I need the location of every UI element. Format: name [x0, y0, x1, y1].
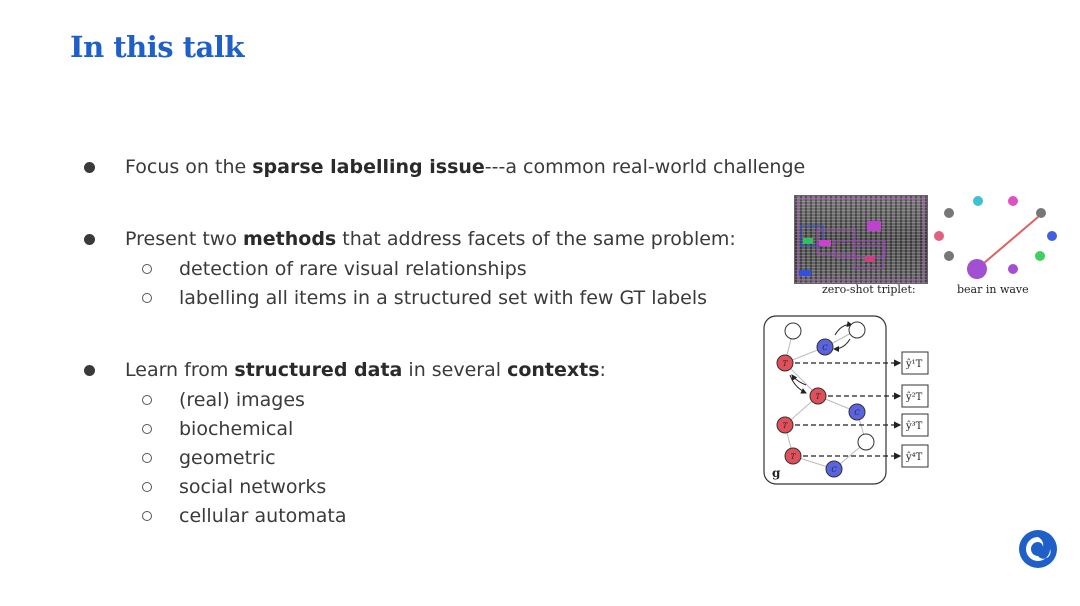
svg-text:C: C [822, 344, 828, 352]
svg-text:T: T [791, 453, 797, 461]
sub-bullet-ring [142, 293, 152, 303]
relationship-graph [934, 196, 1057, 279]
company-logo-icon [1019, 530, 1057, 568]
svg-text:ŷ²T: ŷ²T [905, 392, 923, 403]
caption-relation: bear in wave [957, 283, 1029, 296]
slide-title: In this talk [70, 30, 244, 64]
svg-text:g: g [772, 466, 781, 480]
svg-text:T: T [816, 393, 822, 401]
svg-text:ŷ³T: ŷ³T [905, 421, 923, 432]
bullet-dot [84, 162, 95, 173]
svg-text:T: T [783, 422, 789, 430]
detection-image [794, 195, 928, 284]
svg-text:T: T [783, 360, 789, 368]
sub-bullet-ring [142, 264, 152, 274]
caption-zero-shot: zero-shot triplet: [822, 283, 916, 296]
svg-text:C: C [854, 409, 860, 417]
structured-set-diagram: ŷ¹T ŷ²T ŷ³T ŷ⁴T g T T T T C C C [763, 315, 929, 485]
sub-bullet-ring [142, 424, 152, 434]
sub-bullet-ring [142, 453, 152, 463]
svg-text:ŷ⁴T: ŷ⁴T [905, 452, 923, 463]
svg-text:C: C [831, 466, 837, 474]
bullet-dot [84, 365, 95, 376]
sub-bullet-ring [142, 395, 152, 405]
sub-bullet-ring [142, 482, 152, 492]
sub-bullet-ring [142, 511, 152, 521]
bullet-dot [84, 234, 95, 245]
svg-text:ŷ¹T: ŷ¹T [905, 359, 923, 370]
